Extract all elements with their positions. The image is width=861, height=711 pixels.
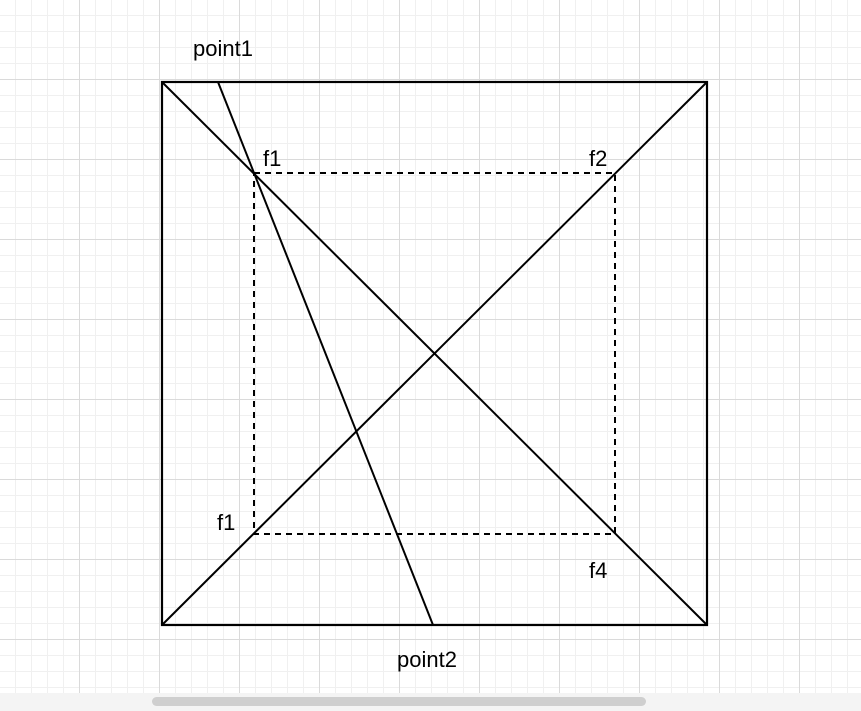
inner-dashed-square[interactable] [253,172,616,535]
label-f1-bottom: f1 [217,510,235,535]
label-f4: f4 [589,558,607,583]
label-f2: f2 [589,146,607,171]
label-point2: point2 [397,647,457,672]
geometry-diagram: point1 point2 f1 f2 f1 f4 [160,36,709,672]
diagonal-bottom-left-top-right[interactable] [161,81,708,626]
scrollbar-thumb[interactable] [152,697,646,706]
line-point1-point2[interactable] [217,81,434,626]
outer-square[interactable] [160,80,709,627]
label-point1: point1 [193,36,253,61]
label-f1-top: f1 [263,146,281,171]
